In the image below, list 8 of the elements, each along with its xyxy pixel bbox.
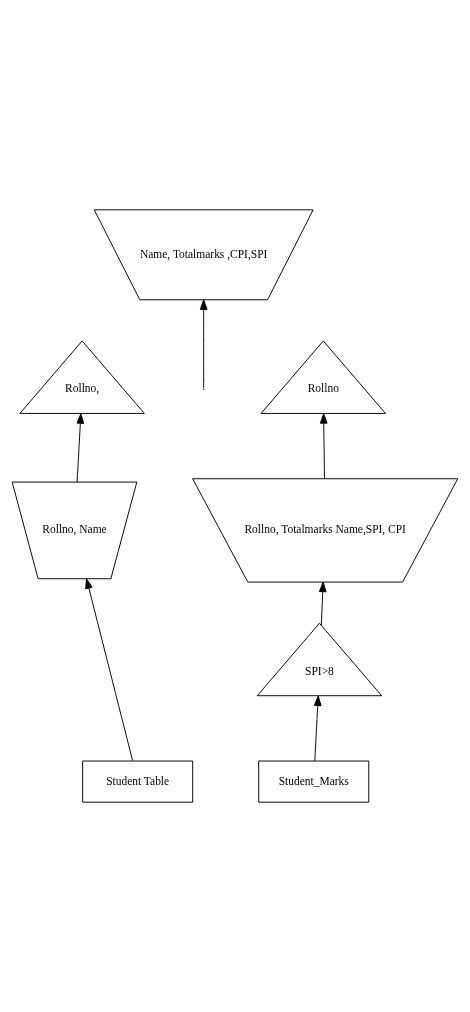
node-box: Student_Marks [258,760,370,803]
arrow [85,578,134,762]
arrow [76,413,85,483]
arrow [313,695,322,762]
node-box: Student Table [82,760,194,803]
arrow [318,581,327,626]
arrow [199,299,208,389]
arrow [319,413,328,479]
